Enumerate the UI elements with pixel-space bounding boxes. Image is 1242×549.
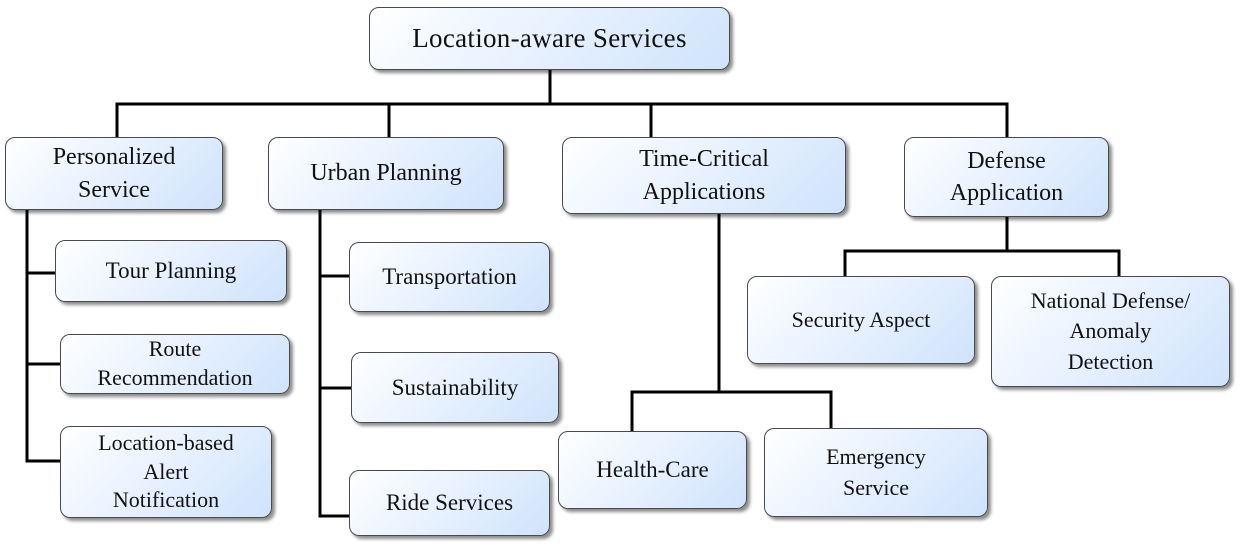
node-national-defense-anomaly-detection: National Defense/ Anomaly Detection	[991, 276, 1230, 387]
node-location-aware-services: Location-aware Services	[369, 7, 730, 70]
node-security-aspect: Security Aspect	[747, 276, 975, 364]
node-route-recommendation: Route Recommendation	[60, 334, 290, 394]
node-location-based-alert-notification: Location-based Alert Notification	[60, 426, 272, 518]
node-time-critical-applications: Time-Critical Applications	[562, 137, 846, 214]
node-health-care: Health-Care	[558, 431, 747, 509]
node-urban-planning: Urban Planning	[268, 137, 504, 210]
node-sustainability: Sustainability	[351, 352, 559, 423]
node-tour-planning: Tour Planning	[55, 240, 287, 302]
node-transportation: Transportation	[349, 242, 550, 312]
node-defense-application: Defense Application	[904, 137, 1109, 217]
node-personalized-service: Personalized Service	[5, 137, 223, 210]
node-ride-services: Ride Services	[349, 470, 550, 536]
node-emergency-service: Emergency Service	[764, 428, 988, 517]
